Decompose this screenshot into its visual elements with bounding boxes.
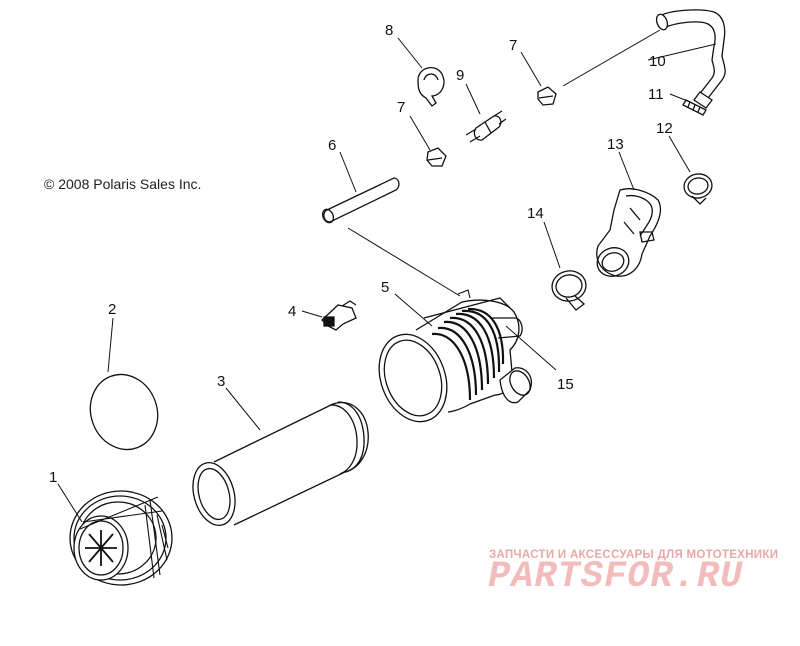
watermark-tagline: ЗАПЧАСТИ И АКСЕССУАРЫ ДЛЯ МОТОТЕХНИКИ — [489, 549, 779, 561]
part-9-valve — [466, 111, 506, 142]
callout-6: 6 — [328, 137, 336, 154]
part-4-clip — [322, 301, 356, 330]
callout-8: 8 — [385, 22, 393, 39]
watermark-brand: PARTSFOR.RU — [488, 556, 744, 598]
callout-labels: 1 2 3 4 5 6 7 7 8 9 10 11 12 13 14 15 — [49, 22, 673, 486]
part-11-fitting — [683, 100, 706, 115]
part-10-vent-hose — [655, 10, 726, 108]
callout-12: 12 — [656, 120, 673, 137]
part-2-gasket — [80, 365, 168, 459]
part-13-intake-boot — [593, 189, 660, 281]
callout-11: 11 — [648, 86, 664, 103]
part-5-airbox-housing — [368, 290, 535, 431]
callout-7b: 7 — [509, 37, 517, 54]
part-7-grommet-a — [427, 148, 446, 166]
leader-lines — [58, 30, 716, 522]
copyright-notice: © 2008 Polaris Sales Inc. — [44, 176, 202, 192]
part-14-clamp — [550, 268, 589, 310]
callout-1: 1 — [49, 469, 57, 486]
callout-13: 13 — [607, 136, 624, 153]
callout-10: 10 — [649, 53, 666, 70]
part-3-filter-element — [186, 402, 368, 530]
callout-14: 14 — [527, 205, 544, 222]
callout-2: 2 — [108, 301, 116, 318]
callout-15: 15 — [557, 376, 574, 393]
callout-9: 9 — [456, 67, 464, 84]
part-6-rod — [321, 178, 399, 224]
callout-7a: 7 — [397, 99, 405, 116]
callout-5: 5 — [381, 279, 389, 296]
part-7-grommet-b — [538, 87, 556, 105]
callout-4: 4 — [288, 303, 296, 320]
part-1-end-cap — [70, 491, 172, 585]
callout-3: 3 — [217, 373, 225, 390]
part-12-clamp — [682, 172, 714, 204]
part-8-clamp — [418, 68, 444, 106]
